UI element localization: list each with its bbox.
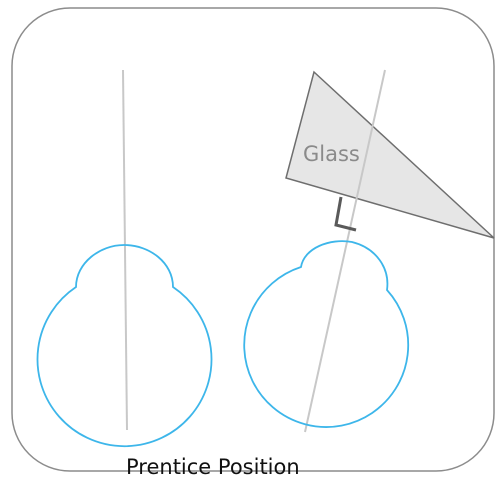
glass-label: Glass bbox=[303, 142, 360, 166]
diagram-frame bbox=[12, 8, 494, 471]
diagram-caption: Prentice Position bbox=[126, 455, 300, 479]
